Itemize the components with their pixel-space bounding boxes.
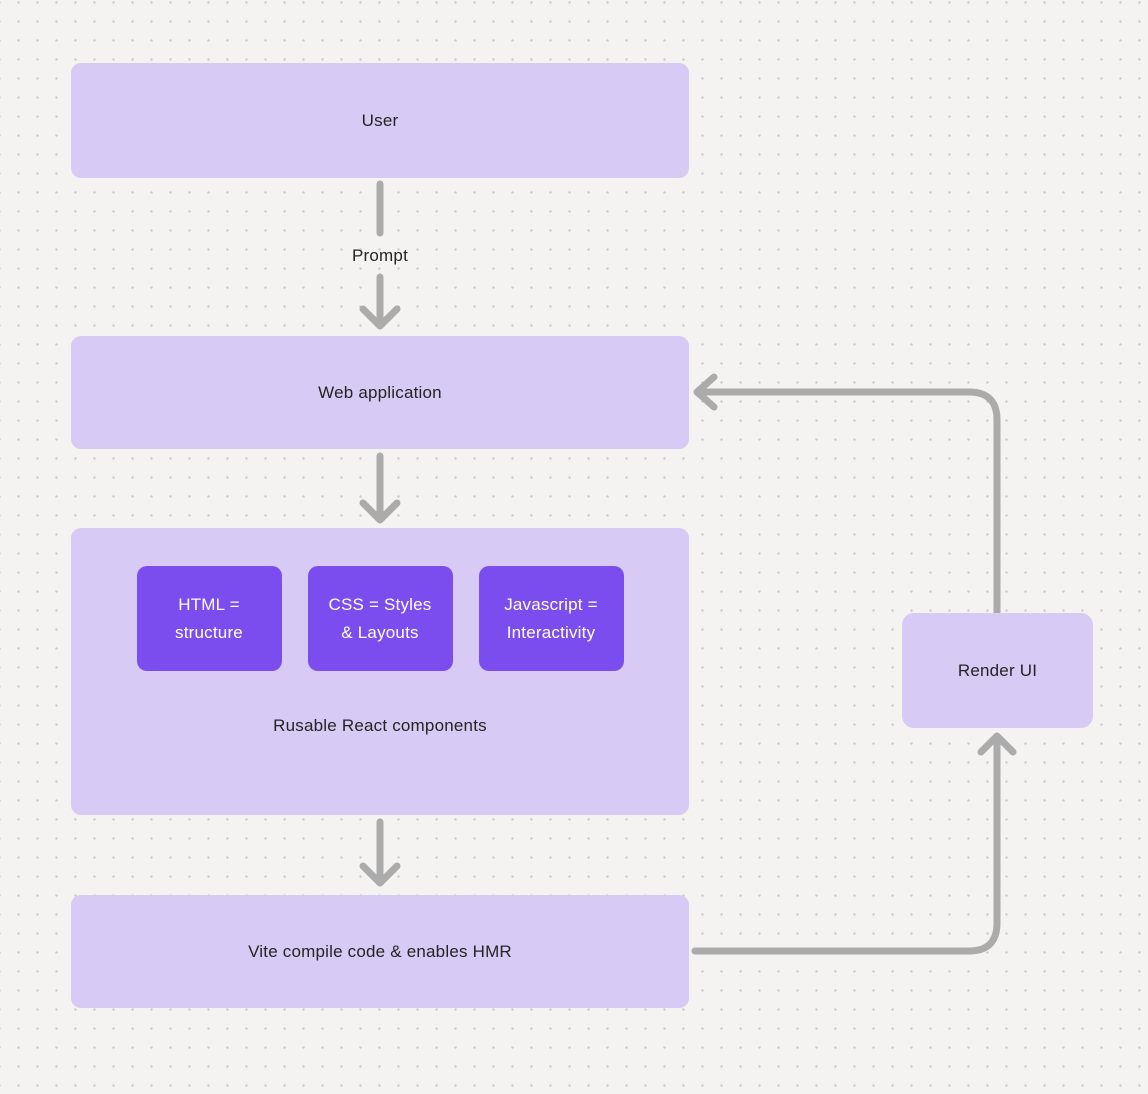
node-render-ui-label: Render UI <box>957 660 1038 680</box>
arrowhead-up-icon <box>977 732 1017 756</box>
node-components-group[interactable]: HTML = structure CSS = Styles & Layouts … <box>71 528 689 815</box>
arrowhead-down-icon <box>359 862 401 887</box>
arrowhead-down-icon <box>359 499 401 524</box>
chip-html[interactable]: HTML = structure <box>136 566 282 671</box>
chip-javascript-label: Javascript = Interactivity <box>504 594 598 642</box>
chip-html-label: HTML = structure <box>175 594 243 642</box>
edge-render-to-web-line <box>697 388 1001 617</box>
chip-css-label: CSS = Styles & Layouts <box>328 594 432 642</box>
node-web-application-label: Web application <box>318 382 442 402</box>
components-caption: Rusable React components <box>273 716 487 735</box>
edge-vite-to-render-line <box>691 737 1001 955</box>
node-web-application[interactable]: Web application <box>71 336 689 449</box>
components-chip-row: HTML = structure CSS = Styles & Layouts … <box>71 566 689 671</box>
edge-render-to-web <box>693 373 1001 617</box>
chip-css[interactable]: CSS = Styles & Layouts <box>307 566 453 671</box>
edge-web-to-components <box>359 452 401 524</box>
node-vite-label: Vite compile code & enables HMR <box>248 941 512 961</box>
chip-javascript[interactable]: Javascript = Interactivity <box>478 566 624 671</box>
arrowhead-down-icon <box>359 305 401 330</box>
node-vite[interactable]: Vite compile code & enables HMR <box>71 895 689 1008</box>
node-user[interactable]: User <box>71 63 689 178</box>
node-render-ui[interactable]: Render UI <box>902 613 1093 728</box>
arrowhead-left-icon <box>693 373 718 411</box>
edge-components-to-vite <box>359 818 401 887</box>
edge-vite-to-render <box>691 732 1017 955</box>
node-user-label: User <box>361 110 399 130</box>
edge-label-prompt: Prompt <box>352 246 408 265</box>
